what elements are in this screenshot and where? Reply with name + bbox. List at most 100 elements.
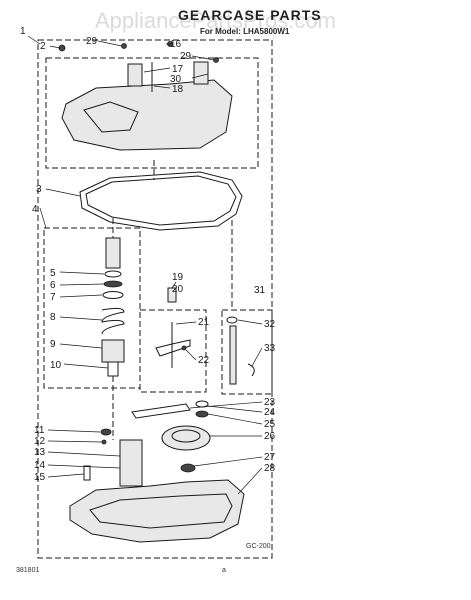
- leader-24: [207, 405, 263, 413]
- callout-6: 6: [50, 280, 56, 291]
- shift-box: [139, 309, 207, 393]
- callout-30: 30: [170, 74, 182, 85]
- leader-11: [47, 429, 101, 433]
- callout-20: 20: [172, 284, 184, 295]
- callout-11: 11: [34, 425, 45, 436]
- callout-8: 8: [50, 312, 56, 323]
- diagram-subtitle: For Model: LHA5800W1: [200, 27, 290, 36]
- leader-6: [59, 283, 105, 286]
- leader-2: [49, 45, 61, 49]
- leader-32: [237, 319, 263, 325]
- leader-3: [45, 188, 81, 197]
- leader-4: [39, 207, 47, 229]
- footer-part-number: 381801: [16, 567, 39, 574]
- gear-shaft-13: [119, 439, 143, 487]
- callout-24: 24: [264, 407, 276, 418]
- washer-6: [103, 280, 123, 288]
- washer-7: [102, 291, 124, 299]
- callout-9: 9: [50, 339, 56, 350]
- callout-4: 4: [32, 204, 38, 215]
- diagram-title: GEARCASE PARTS: [178, 7, 322, 23]
- callout-29b: 29: [180, 51, 192, 62]
- callout-31: 31: [254, 285, 266, 296]
- callout-26: 26: [264, 431, 276, 442]
- callout-3: 3: [36, 184, 42, 195]
- cover-box: [45, 57, 259, 169]
- leader-21: [175, 321, 197, 325]
- leader-13: [47, 451, 121, 457]
- callout-25: 25: [264, 419, 276, 430]
- cover-rib: [83, 101, 139, 133]
- driveshaft-box: [221, 309, 273, 395]
- callout-15: 15: [34, 472, 46, 483]
- cam-gear-26: [161, 425, 211, 451]
- leader-12: [47, 440, 103, 443]
- pinion-shaft: [105, 237, 121, 269]
- leader-5: [59, 271, 105, 275]
- leader-19: [171, 281, 177, 289]
- callout-14: 14: [34, 460, 46, 471]
- pin-15: [83, 465, 91, 481]
- leader-28: [237, 467, 263, 495]
- gasket: [79, 171, 243, 231]
- callout-29a: 29: [86, 36, 98, 47]
- callout-1: 1: [20, 26, 26, 37]
- callout-19: 19: [172, 272, 184, 283]
- link-arm-23: [131, 403, 191, 419]
- callout-7: 7: [50, 292, 56, 303]
- pinion-box: [43, 227, 141, 389]
- callout-33: 33: [264, 343, 276, 354]
- leader-17: [143, 67, 171, 73]
- gasket-inner: [85, 175, 237, 226]
- clip-12: [101, 439, 107, 445]
- leader-9: [59, 343, 103, 349]
- callout-27: 27: [264, 452, 276, 463]
- drive-shaft: [229, 325, 237, 385]
- leader-25: [207, 413, 263, 425]
- spring-8: [101, 307, 125, 335]
- callout-13: 13: [34, 447, 46, 458]
- washer-27: [180, 463, 196, 473]
- cover-bushing-30: [193, 61, 209, 85]
- callout-28: 28: [264, 463, 276, 474]
- shift-fork-21: [155, 339, 191, 357]
- callout-12: 12: [34, 436, 46, 447]
- gearcase-housing: [69, 479, 245, 543]
- footer-page-mark: a: [222, 567, 226, 574]
- washer-25: [195, 410, 209, 418]
- housing-rim: [89, 493, 233, 529]
- callout-21: 21: [198, 317, 210, 328]
- clip-22: [181, 345, 187, 351]
- leader-27: [193, 456, 263, 467]
- callout-22: 22: [198, 355, 210, 366]
- leader-30: [191, 73, 209, 79]
- leader-22: [185, 349, 197, 361]
- leader-29b: [191, 55, 215, 61]
- leader-10: [63, 363, 109, 369]
- callout-2: 2: [40, 41, 46, 52]
- leader-1: [27, 35, 41, 45]
- pinion-gear-9: [101, 339, 125, 363]
- pinion-hub-10: [107, 361, 119, 377]
- callout-23: 23: [264, 397, 276, 408]
- callout-18: 18: [172, 84, 184, 95]
- diagram-code: GC-200: [246, 543, 271, 550]
- leader-33: [251, 347, 263, 367]
- callout-16: 16: [170, 39, 182, 50]
- leader-18: [153, 85, 171, 89]
- leader-29a: [97, 40, 123, 47]
- cam-gear-hub: [171, 429, 201, 443]
- washer-32: [226, 316, 238, 324]
- washer-24: [195, 400, 209, 408]
- assembly-frame: [37, 39, 273, 559]
- leader-14: [47, 464, 121, 469]
- cap-11: [100, 428, 112, 436]
- leader-8: [59, 316, 103, 321]
- leader-7: [59, 294, 103, 298]
- callout-5: 5: [50, 268, 56, 279]
- watermark: AppliancePartsPros.com: [95, 8, 336, 33]
- leader-15: [47, 473, 85, 478]
- cover-bushing-17: [127, 63, 143, 87]
- gearcase-cover: [61, 79, 233, 151]
